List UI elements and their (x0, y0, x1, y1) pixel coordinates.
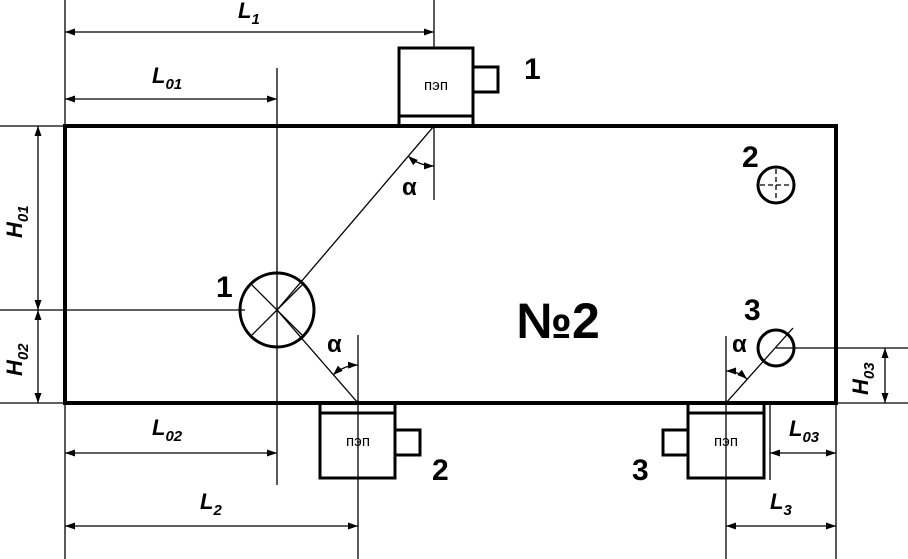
transducer-2: пэп (318, 401, 422, 480)
dim-label-L01: L01 (152, 63, 182, 93)
angle-alpha-3: α (732, 331, 747, 358)
transducer-2-label: пэп (346, 433, 370, 450)
beam-paths (276, 125, 794, 404)
dim-label-H03: H03 (848, 362, 878, 395)
transducer-1-label: пэп (424, 77, 448, 94)
angle-alpha-2: α (327, 331, 342, 358)
defect-1-number: 1 (216, 271, 233, 304)
defect-2-number: 2 (742, 141, 759, 174)
dim-label-L3: L3 (770, 489, 792, 519)
transducer-3: пэп (661, 401, 766, 480)
defect-2 (756, 165, 796, 205)
dim-label-L03: L03 (789, 416, 820, 446)
dimension-lines (34, 28, 889, 530)
transducer-3-number: 3 (632, 454, 649, 487)
angle-alpha-1: α (402, 174, 417, 201)
angle-arcs (332, 155, 748, 380)
dim-label-L02: L02 (152, 415, 183, 445)
specimen-label: №2 (516, 293, 600, 349)
transducer-2-number: 2 (432, 454, 449, 487)
transducer-1: пэп (397, 46, 500, 128)
defect-3 (756, 328, 796, 368)
dim-label-L2: L2 (200, 489, 222, 519)
transducer-1-number: 1 (524, 53, 541, 86)
defect-1 (238, 271, 316, 349)
specimen-block (63, 124, 838, 405)
transducer-3-label: пэп (714, 433, 738, 450)
defect-3-number: 3 (744, 294, 761, 327)
dim-label-L1: L1 (238, 0, 260, 28)
dim-label-H02: H02 (2, 343, 32, 376)
dim-label-H01: H01 (2, 205, 32, 238)
